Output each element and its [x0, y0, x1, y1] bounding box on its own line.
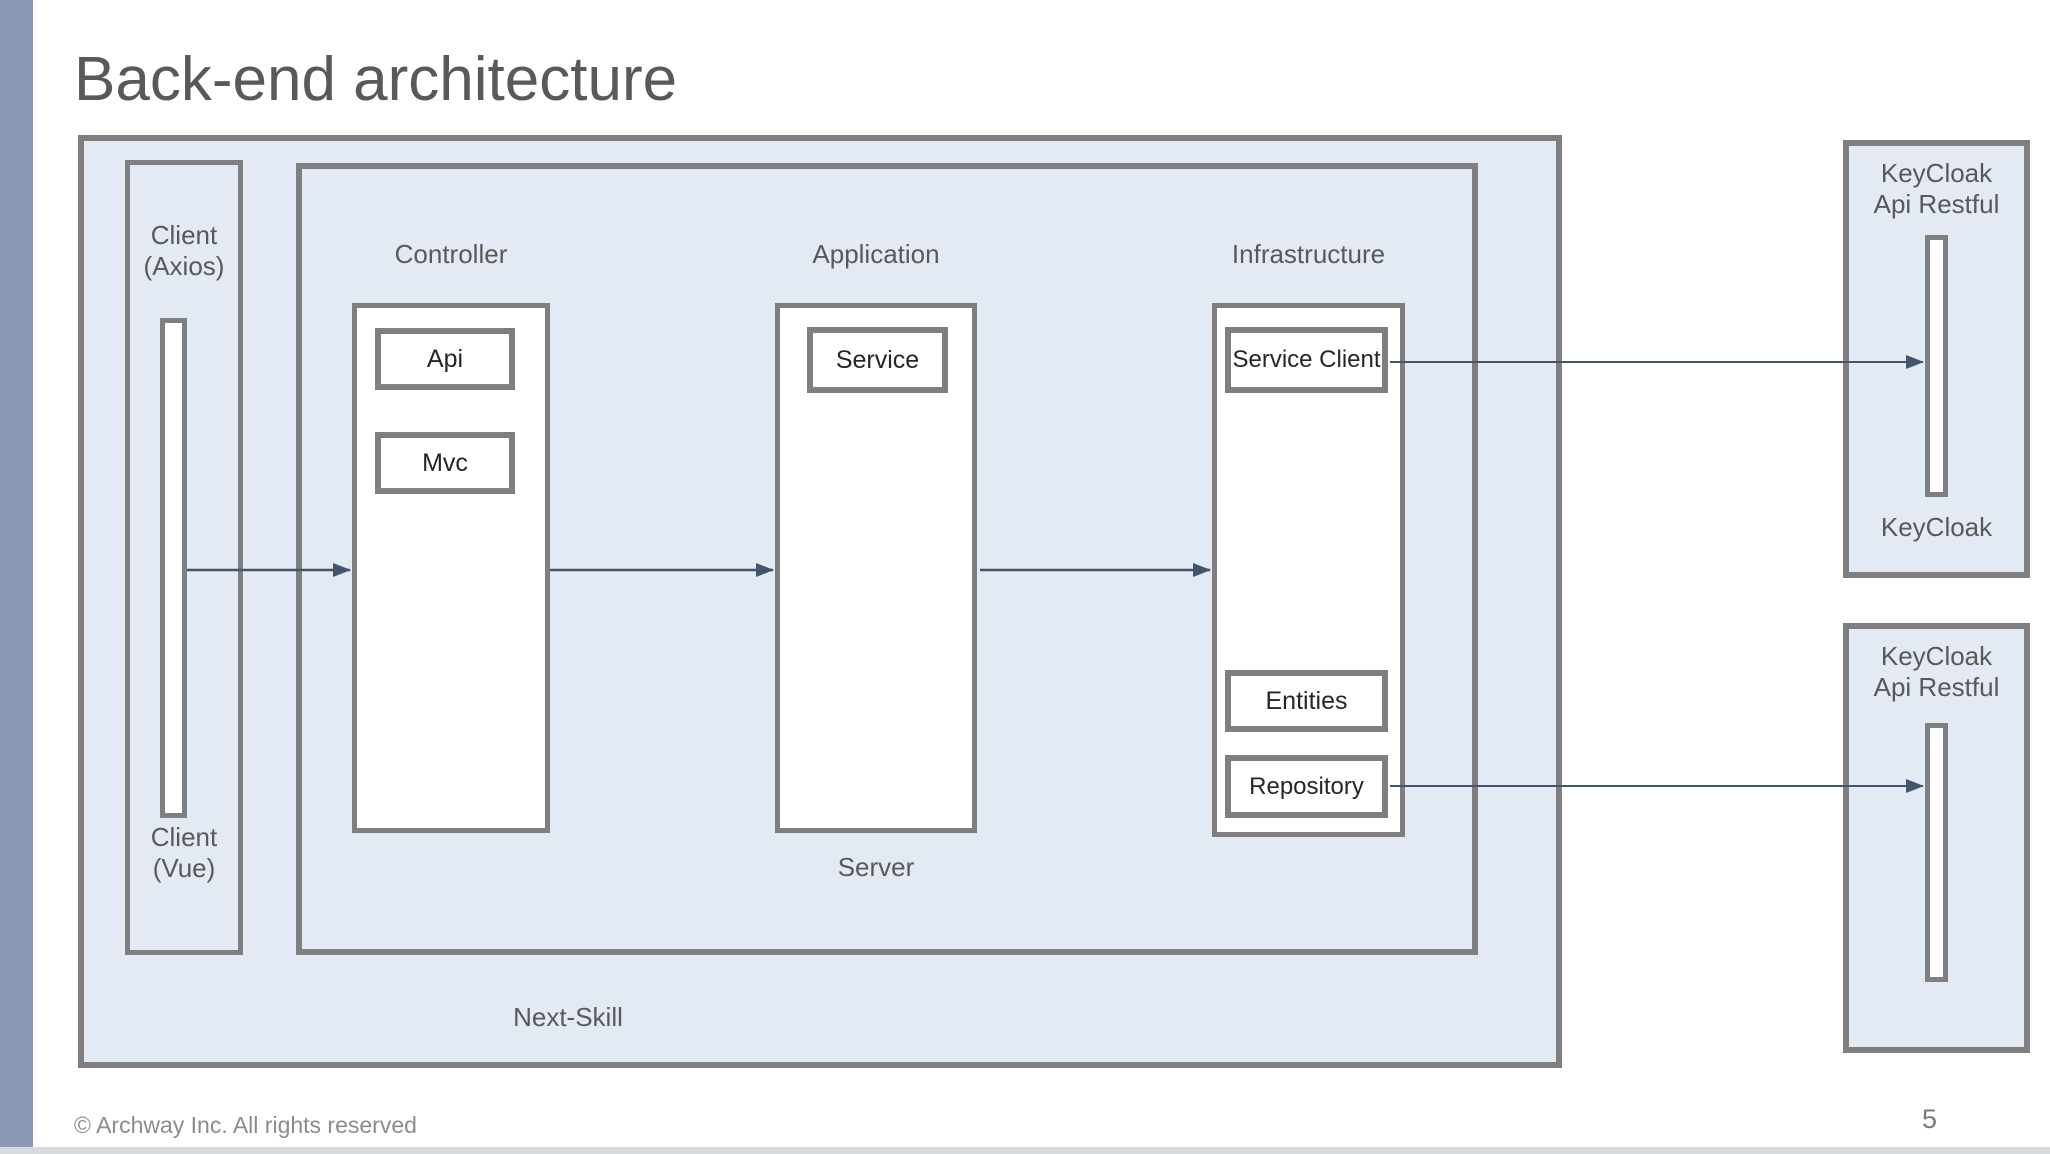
service-box: Service — [807, 327, 948, 393]
client-lifeline — [160, 318, 187, 818]
keycloak-2-title: KeyCloak Api Restful — [1873, 641, 2000, 702]
keycloak-2-lifeline — [1925, 723, 1948, 982]
keycloak-1-lifeline — [1925, 235, 1948, 497]
repository-box: Repository — [1225, 755, 1388, 818]
bottom-edge-strip — [0, 1147, 2050, 1154]
client-axios-label: Client (Axios) — [143, 220, 225, 281]
copyright-text: © Archway Inc. All rights reserved — [74, 1112, 417, 1138]
page-title: Back-end architecture — [74, 45, 678, 114]
controller-label: Controller — [394, 239, 508, 269]
infrastructure-label: Infrastructure — [1231, 239, 1386, 269]
client-vue-label: Client (Vue) — [150, 822, 218, 883]
keycloak-1-bottom-label: KeyCloak — [1880, 512, 1993, 542]
server-label: Server — [837, 852, 915, 882]
api-box: Api — [375, 328, 515, 390]
keycloak-1-title: KeyCloak Api Restful — [1873, 158, 2000, 219]
service-client-box: Service Client — [1225, 327, 1388, 393]
mvc-box: Mvc — [375, 432, 515, 494]
page-number: 5 — [1922, 1104, 1938, 1134]
left-accent-strip — [0, 0, 33, 1154]
controller-column — [352, 303, 550, 833]
application-label: Application — [812, 239, 940, 269]
entities-box: Entities — [1225, 670, 1388, 732]
next-skill-label: Next-Skill — [513, 1002, 623, 1032]
